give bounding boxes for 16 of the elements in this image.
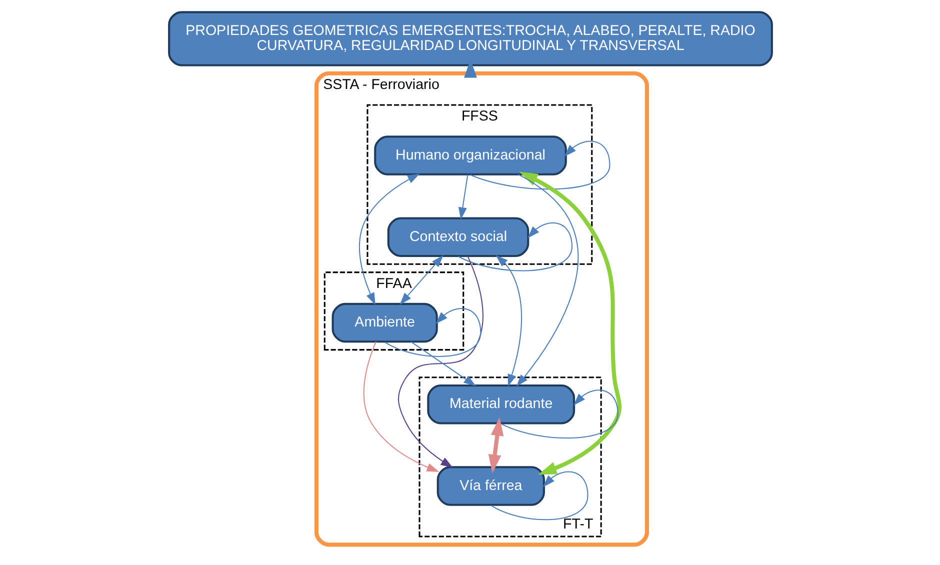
arrow xyxy=(516,174,578,387)
node-box: Ambiente xyxy=(331,302,438,343)
arrow xyxy=(358,174,420,306)
arrow xyxy=(518,172,622,475)
arrow xyxy=(398,256,483,468)
node-box: Humano organizacional xyxy=(374,136,566,176)
arrow xyxy=(495,255,522,387)
arrow xyxy=(458,174,468,220)
arrow xyxy=(488,417,504,474)
node-box: Vía férrea xyxy=(436,466,544,506)
arrow xyxy=(399,255,443,305)
node-box: Material rodante xyxy=(426,384,575,424)
node-box: Contexto social xyxy=(386,217,529,257)
arrow xyxy=(410,341,476,386)
node-box: PROPIEDADES GEOMETRICAS EMERGENTES:TROCHA, ALABEO, PERALTE, RADIO CURVATURA, REGULARIDAD LONGITUDINAL Y TRANSVERSAL xyxy=(168,11,772,66)
arrow xyxy=(362,342,439,472)
